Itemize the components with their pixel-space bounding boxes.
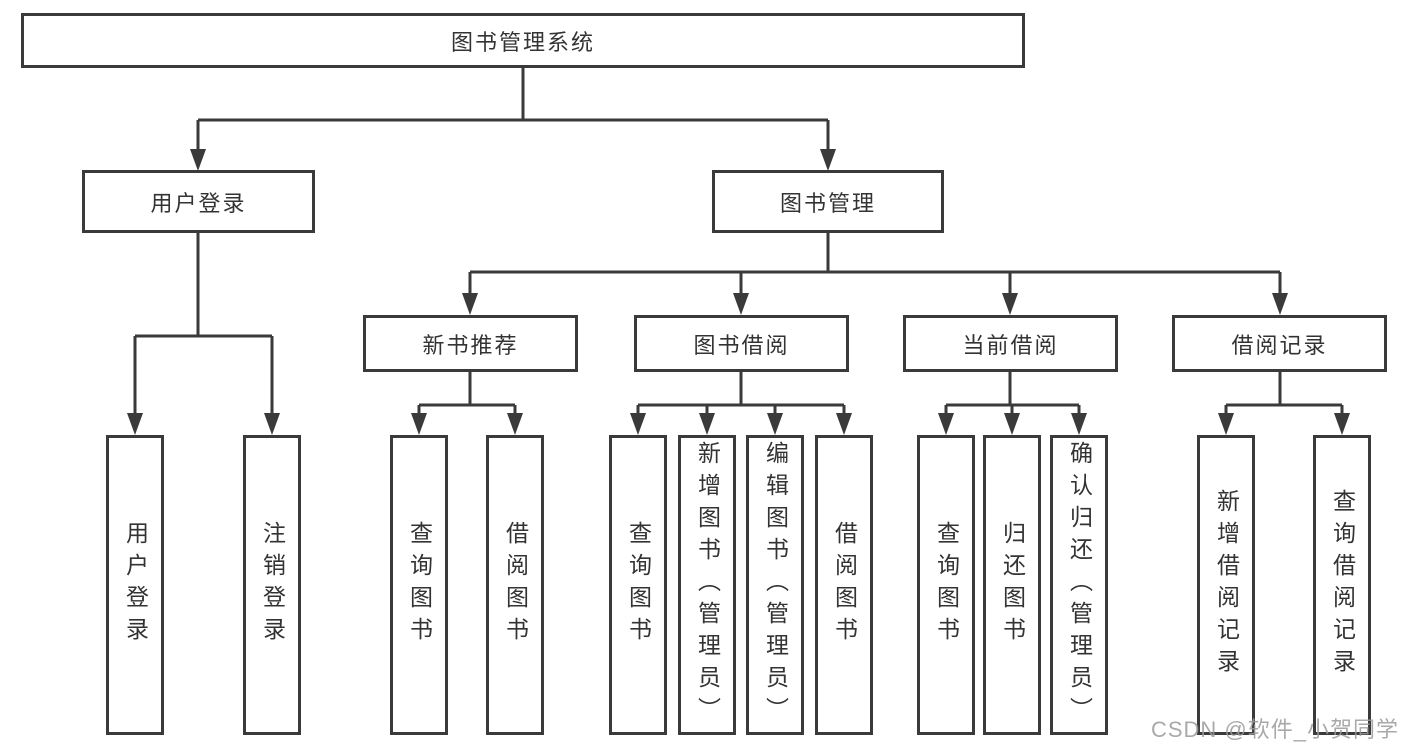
leaf-logout: 注销登录 [243,435,301,735]
node-label: 图书管理系统 [450,29,595,55]
leaf-label: 查询图书 [406,521,433,649]
node-label: 新书推荐 [422,332,519,358]
node-label: 用户登录 [150,190,247,216]
leaf-label: 查询图书 [933,521,960,649]
node-current-borrowing: 当前借阅 [903,315,1118,372]
leaf-label: 新增图书（管理员） [694,441,721,729]
leaf-label: 查询图书 [625,521,652,649]
leaf-label: 确认归还（管理员） [1066,441,1093,729]
node-user-login: 用户登录 [82,170,315,233]
leaf-label: 用户登录 [122,521,149,649]
node-new-book-recommendation: 新书推荐 [363,315,578,372]
leaf-label: 新增借阅记录 [1213,489,1240,681]
leaf-user-login: 用户登录 [106,435,164,735]
leaf-label: 归还图书 [999,521,1026,649]
node-library-management-system: 图书管理系统 [21,13,1025,68]
node-book-borrowing: 图书借阅 [634,315,849,372]
leaf-label: 注销登录 [259,521,286,649]
csdn-watermark: CSDN @软件_小贺同学 [1150,717,1399,742]
leaf-query-books-2: 查询图书 [609,435,667,735]
leaf-label: 编辑图书（管理员） [762,441,789,729]
leaf-edit-books-admin: 编辑图书（管理员） [746,435,804,735]
node-label: 当前借阅 [962,332,1059,358]
leaf-borrow-books-2: 借阅图书 [815,435,873,735]
leaf-label: 查询借阅记录 [1329,489,1356,681]
leaf-label: 借阅图书 [831,521,858,649]
leaf-label: 借阅图书 [502,521,529,649]
node-book-management: 图书管理 [712,170,944,233]
leaf-query-borrow-record: 查询借阅记录 [1313,435,1371,735]
leaf-add-books-admin: 新增图书（管理员） [678,435,736,735]
leaf-borrow-books-1: 借阅图书 [486,435,544,735]
node-borrowing-records: 借阅记录 [1172,315,1387,372]
node-label: 图书借阅 [693,332,790,358]
leaf-query-books-3: 查询图书 [917,435,975,735]
leaf-add-borrow-record: 新增借阅记录 [1197,435,1255,735]
leaf-confirm-return-admin: 确认归还（管理员） [1050,435,1108,735]
leaf-return-books: 归还图书 [983,435,1041,735]
leaf-query-books-1: 查询图书 [390,435,448,735]
node-label: 借阅记录 [1231,332,1328,358]
node-label: 图书管理 [779,190,876,216]
